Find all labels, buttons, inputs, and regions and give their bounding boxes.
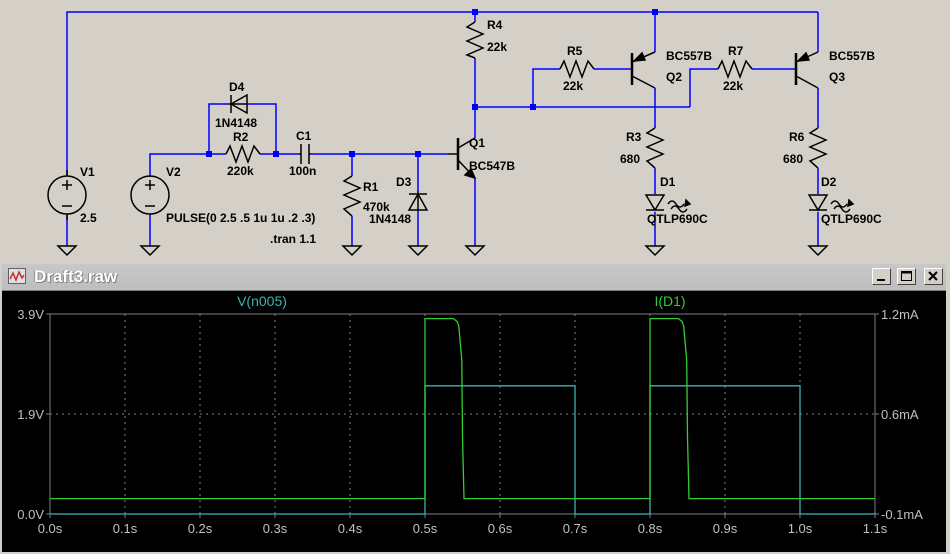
r4-value-label: 22k bbox=[487, 40, 507, 54]
x-tick-label: 0.6s bbox=[488, 521, 513, 536]
x-tick-label: 1.0s bbox=[788, 521, 813, 536]
r5-resistor-symbol[interactable] bbox=[559, 58, 595, 80]
d4-diode-symbol[interactable] bbox=[228, 93, 248, 115]
d4-value-label: 1N4148 bbox=[215, 116, 257, 130]
x-tick-label: 0.3s bbox=[263, 521, 288, 536]
q2-ref-label: Q2 bbox=[666, 70, 682, 84]
left-tick-label: 0.0V bbox=[17, 507, 44, 522]
left-tick-label: 1.9V bbox=[17, 407, 44, 422]
x-tick-label: 0.7s bbox=[563, 521, 588, 536]
r5-value-label: 22k bbox=[563, 79, 583, 93]
r1-resistor-symbol[interactable] bbox=[342, 175, 362, 217]
x-tick-label: 0.5s bbox=[413, 521, 438, 536]
q3-ref-label: Q3 bbox=[829, 70, 845, 84]
x-tick-label: 0.0s bbox=[38, 521, 63, 536]
d1-led-symbol[interactable] bbox=[644, 194, 692, 213]
v2-ref-label: V2 bbox=[166, 165, 181, 179]
v1-source-symbol[interactable] bbox=[47, 170, 87, 220]
x-tick-label: 0.2s bbox=[188, 521, 213, 536]
r3-ref-label: R3 bbox=[626, 130, 642, 144]
tran-directive[interactable]: .tran 1.1 bbox=[270, 232, 316, 246]
d2-value-label: QTLP690C bbox=[821, 212, 882, 226]
q1-npn-transistor-symbol[interactable] bbox=[448, 137, 477, 180]
q1-value-label: BC547B bbox=[469, 159, 515, 173]
r3-resistor-symbol[interactable] bbox=[645, 127, 665, 169]
d3-ref-label: D3 bbox=[396, 175, 412, 189]
v2-value-label: PULSE(0 2.5 .5 1u 1u .2 .3) bbox=[166, 211, 315, 225]
x-tick-label: 0.1s bbox=[113, 521, 138, 536]
right-tick-label: -0.1mA bbox=[881, 507, 923, 522]
r1-ref-label: R1 bbox=[363, 180, 379, 194]
q3-value-label: BC557B bbox=[829, 49, 875, 63]
r1-value-label: 470k bbox=[363, 200, 390, 214]
right-tick-label: 1.2mA bbox=[881, 307, 919, 322]
q2-pnp-transistor-symbol[interactable] bbox=[630, 51, 656, 89]
r5-ref-label: R5 bbox=[567, 44, 583, 58]
v1-ref-label: V1 bbox=[80, 165, 95, 179]
schematic-editor[interactable]: V1 2.5 V2 PULSE(0 2.5 .5 1u 1u .2 .3) D4… bbox=[0, 0, 950, 258]
maximize-button[interactable] bbox=[897, 268, 916, 285]
x-tick-label: 1.1s bbox=[863, 521, 888, 536]
c1-ref-label: C1 bbox=[296, 129, 312, 143]
r2-value-label: 220k bbox=[227, 164, 254, 178]
trace-id1 bbox=[50, 317, 875, 500]
right-tick-label: 0.6mA bbox=[881, 407, 919, 422]
legend-label: I(D1) bbox=[654, 293, 685, 309]
x-tick-label: 0.9s bbox=[713, 521, 738, 536]
r2-resistor-symbol[interactable] bbox=[225, 143, 261, 165]
d2-led-symbol[interactable] bbox=[807, 194, 855, 213]
x-tick-label: 0.4s bbox=[338, 521, 363, 536]
close-icon bbox=[928, 271, 938, 281]
c1-capacitor-symbol[interactable] bbox=[299, 144, 311, 164]
r7-resistor-symbol[interactable] bbox=[717, 58, 753, 80]
minimize-icon bbox=[877, 279, 885, 281]
window-title: Draft3.raw bbox=[34, 267, 118, 286]
x-tick-label: 0.8s bbox=[638, 521, 663, 536]
d1-ref-label: D1 bbox=[660, 175, 676, 189]
r7-ref-label: R7 bbox=[728, 44, 744, 58]
r4-ref-label: R4 bbox=[487, 18, 503, 32]
d4-ref-label: D4 bbox=[229, 80, 245, 94]
v2-source-symbol[interactable] bbox=[130, 175, 170, 215]
maximize-icon bbox=[901, 271, 912, 281]
q2-value-label: BC557B bbox=[666, 49, 712, 63]
d3-value-label: 1N4148 bbox=[369, 212, 411, 226]
q3-pnp-transistor-symbol[interactable] bbox=[794, 51, 819, 89]
r6-ref-label: R6 bbox=[789, 130, 805, 144]
waveform-chart[interactable]: 0.0s 0.1s 0.2s 0.3s 0.4s 0.5s 0.6s 0.7s 0.8s 0.9s… bbox=[2, 291, 946, 552]
legend-label: V(n005) bbox=[237, 293, 287, 309]
title-bar[interactable]: Draft3.raw bbox=[2, 264, 946, 291]
r4-resistor-symbol[interactable] bbox=[465, 21, 485, 59]
plot-pane[interactable]: 0.0s 0.1s 0.2s 0.3s 0.4s 0.5s 0.6s 0.7s 0.8s 0.9s… bbox=[2, 291, 946, 552]
axis-ticks: 0.0s 0.1s 0.2s 0.3s 0.4s 0.5s 0.6s 0.7s 0.8s 0.9s… bbox=[17, 307, 923, 536]
junctions bbox=[206, 9, 658, 157]
r6-resistor-symbol[interactable] bbox=[808, 127, 828, 169]
ground-symbols bbox=[57, 237, 828, 256]
v1-value-label: 2.5 bbox=[80, 211, 97, 225]
minimize-button[interactable] bbox=[872, 268, 891, 285]
waveform-icon bbox=[8, 268, 26, 284]
q1-ref-label: Q1 bbox=[469, 136, 485, 150]
d2-ref-label: D2 bbox=[821, 175, 837, 189]
schematic-canvas[interactable]: V1 2.5 V2 PULSE(0 2.5 .5 1u 1u .2 .3) D4… bbox=[0, 0, 950, 258]
r6-value-label: 680 bbox=[783, 152, 803, 166]
legend: V(n005) I(D1) bbox=[237, 293, 685, 309]
left-tick-label: 3.9V bbox=[17, 307, 44, 322]
c1-value-label: 100n bbox=[289, 164, 316, 178]
d3-diode-symbol[interactable] bbox=[407, 191, 429, 211]
r3-value-label: 680 bbox=[620, 152, 640, 166]
r2-ref-label: R2 bbox=[233, 130, 249, 144]
r7-value-label: 22k bbox=[723, 79, 743, 93]
d1-value-label: QTLP690C bbox=[647, 212, 708, 226]
traces bbox=[50, 317, 875, 515]
close-button[interactable] bbox=[924, 268, 943, 285]
wires bbox=[66, 11, 819, 238]
